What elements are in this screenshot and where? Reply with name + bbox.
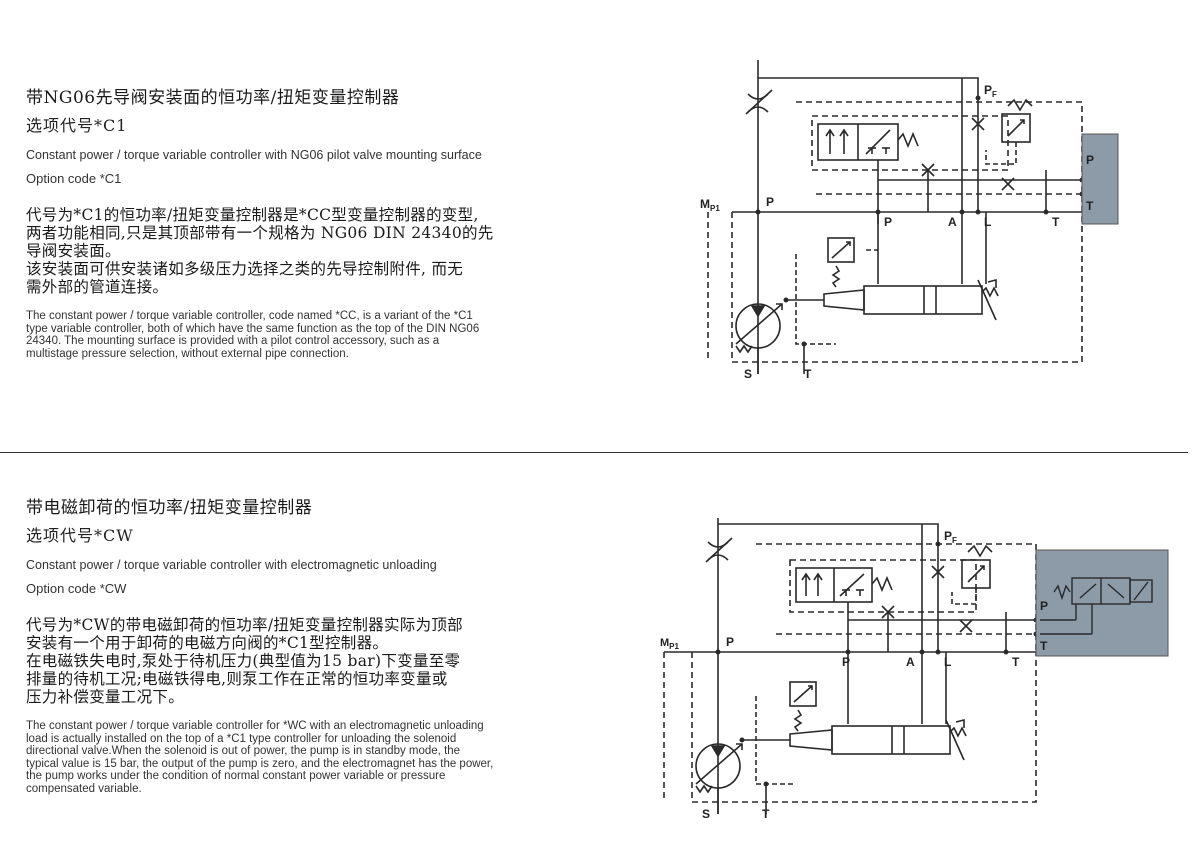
cw-cn-line: 压力补偿变量工况下。 bbox=[26, 688, 185, 706]
cw-en-line: load is actually installed on the top of… bbox=[26, 732, 457, 745]
c1-cn-line: 导阀安装面。 bbox=[26, 242, 121, 260]
c1-label-mp1: MP1 bbox=[700, 197, 720, 213]
c1-en-line: type variable controller, both of which … bbox=[26, 322, 480, 335]
cw-label-l: L bbox=[944, 655, 951, 669]
cw-cn-line: 安装有一个用于卸荷的电磁方向阀的*C1型控制器。 bbox=[26, 634, 389, 652]
c1-mounting-surface-block bbox=[1081, 133, 1119, 225]
cw-en-description: The constant power / torque variable con… bbox=[26, 720, 606, 795]
cw-label-pf: PF bbox=[944, 529, 957, 545]
cw-cn-line: 代号为*CW的带电磁卸荷的恒功率/扭矩变量控制器实际为顶部 bbox=[26, 616, 463, 634]
cw-cn-option-code: 选项代号*CW bbox=[26, 526, 134, 545]
c1-cn-option-code: 选项代号*C1 bbox=[26, 116, 128, 135]
cw-en-line: directional valve.When the solenoid is o… bbox=[26, 745, 461, 757]
cw-label-p-lower: P bbox=[842, 655, 850, 669]
c1-en-line: 24340. The mounting surface is provided … bbox=[26, 335, 440, 347]
cw-en-line: the pump works under the condition of no… bbox=[26, 770, 446, 782]
c1-cn-line: 该安装面可供安装诸如多级压力选择之类的先导控制附件, 而无 bbox=[26, 260, 464, 278]
c1-cn-title: 带NG06先导阀安装面的恒功率/扭矩变量控制器 bbox=[26, 88, 400, 108]
c1-label-t-right: T bbox=[1086, 199, 1094, 213]
c1-label-s: S bbox=[744, 367, 752, 381]
c1-cn-description: 代号为*C1的恒功率/扭矩变量控制器是*CC型变量控制器的变型, 两者功能相同,… bbox=[26, 206, 606, 296]
cw-cn-line: 排量的待机工况;电磁铁得电,则泵工作在正常的恒功率变量或 bbox=[26, 670, 448, 688]
c1-cn-line: 两者功能相同,只是其顶部带有一个规格为 NG06 DIN 24340的先 bbox=[26, 224, 494, 242]
cw-en-line: typical value is 15 bar, the output of t… bbox=[26, 757, 494, 770]
c1-en-line: The constant power / torque variable con… bbox=[26, 310, 473, 322]
cw-label-p-right: P bbox=[1040, 599, 1048, 613]
cw-cn-line: 在电磁铁失电时,泵处于待机压力(典型值为15 bar)下变量至零 bbox=[26, 652, 461, 670]
c1-label-p-left: P bbox=[766, 195, 774, 209]
cw-en-line: The constant power / torque variable con… bbox=[26, 720, 484, 732]
section-c1-text: 带NG06先导阀安装面的恒功率/扭矩变量控制器 选项代号*C1 Constant… bbox=[26, 86, 606, 360]
section-divider bbox=[0, 452, 1188, 453]
cw-hydraulic-schematic: PF MP1 P P T P A L T S T bbox=[660, 518, 1169, 821]
section-c1: 带NG06先导阀安装面的恒功率/扭矩变量控制器 选项代号*C1 Constant… bbox=[26, 60, 1119, 381]
c1-label-a: A bbox=[948, 215, 957, 229]
cw-label-mp1: MP1 bbox=[660, 637, 680, 651]
cw-label-t-bottom: T bbox=[762, 807, 770, 821]
cw-label-a: A bbox=[906, 655, 915, 669]
cw-label-t-right: T bbox=[1040, 639, 1048, 653]
c1-label-pf: PF bbox=[984, 83, 997, 99]
c1-label-t-lower: T bbox=[1052, 215, 1060, 229]
c1-label-t-bottom: T bbox=[804, 367, 812, 381]
c1-label-l: L bbox=[984, 215, 991, 229]
c1-hydraulic-schematic: PF MP1 P P T P A L T S T bbox=[700, 60, 1119, 381]
cw-label-p-left: P bbox=[726, 635, 734, 649]
cw-en-option-code: Option code *CW bbox=[26, 581, 127, 596]
cw-en-title: Constant power / torque variable control… bbox=[26, 558, 437, 572]
cw-cn-description: 代号为*CW的带电磁卸荷的恒功率/扭矩变量控制器实际为顶部 安装有一个用于卸荷的… bbox=[26, 616, 606, 706]
cw-cn-title: 带电磁卸荷的恒功率/扭矩变量控制器 bbox=[26, 498, 313, 518]
cw-en-line: compensated variable. bbox=[26, 782, 142, 795]
c1-label-p-right: P bbox=[1086, 153, 1094, 167]
c1-cn-line: 代号为*C1的恒功率/扭矩变量控制器是*CC型变量控制器的变型, bbox=[26, 206, 479, 224]
cw-solenoid-valve-block bbox=[1035, 549, 1169, 657]
c1-en-line: multistage pressure selection, without e… bbox=[26, 347, 349, 360]
cw-label-t-lower: T bbox=[1012, 655, 1020, 669]
section-cw: 带电磁卸荷的恒功率/扭矩变量控制器 选项代号*CW Constant power… bbox=[0, 456, 1200, 868]
c1-cn-line: 需外部的管道连接。 bbox=[26, 278, 169, 296]
section-cw-text: 带电磁卸荷的恒功率/扭矩变量控制器 选项代号*CW Constant power… bbox=[26, 496, 606, 795]
c1-en-description: The constant power / torque variable con… bbox=[26, 310, 606, 360]
c1-label-p-lower: P bbox=[884, 215, 892, 229]
c1-en-title: Constant power / torque variable control… bbox=[26, 148, 482, 162]
c1-en-option-code: Option code *C1 bbox=[26, 171, 122, 186]
cw-label-s: S bbox=[702, 807, 710, 821]
